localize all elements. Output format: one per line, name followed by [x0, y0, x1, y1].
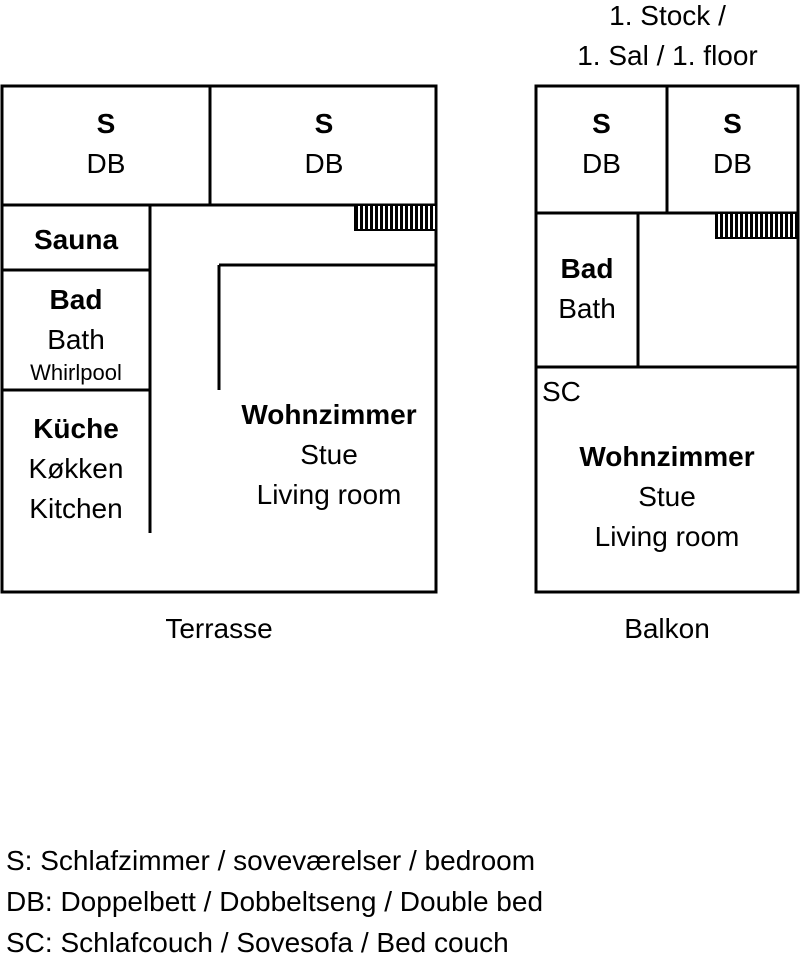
upper-staircase: [715, 212, 799, 239]
living-label-en: Living room: [594, 521, 740, 552]
ground-bedroom-left: S DB: [4, 110, 208, 178]
balcony-label: Balkon: [624, 613, 710, 644]
upper-bath: Bad Bath: [538, 255, 636, 323]
legend-item-bedroom: S: Schlafzimmer / soveværelser / bedroom: [6, 845, 536, 876]
kitchen-label-en: Kitchen: [29, 493, 123, 524]
bed-type: DB: [582, 148, 621, 179]
upper-bedroom-left: S DB: [538, 110, 665, 178]
kitchen-label-de: Küche: [33, 413, 119, 444]
whirlpool-label: Whirlpool: [30, 360, 122, 385]
bedroom-code: S: [96, 108, 116, 139]
living-label-da: Stue: [300, 439, 358, 470]
sauna-label: Sauna: [33, 224, 119, 255]
living-label-de: Wohnzimmer: [579, 441, 755, 472]
bath-label-en: Bath: [558, 293, 616, 324]
floor-plan-drawing: [0, 84, 800, 594]
bedroom-code: S: [723, 108, 742, 139]
floor-title-line2: 1. Sal / 1. floor: [577, 40, 758, 71]
legend-item-bed-couch: SC: Schlafcouch / Sovesofa / Bed couch: [6, 927, 509, 958]
bedroom-code: S: [592, 108, 611, 139]
ground-staircase: [354, 204, 437, 231]
legend-item-double-bed: DB: Doppelbett / Dobbeltseng / Double be…: [6, 886, 544, 917]
floor-title-line1: 1. Stock /: [609, 0, 726, 31]
upper-bedroom-right: S DB: [669, 110, 796, 178]
floor-title: 1. Stock / 1. Sal / 1. floor: [540, 2, 795, 70]
upper-living-room: Wohnzimmer Stue Living room: [538, 443, 796, 551]
living-label-en: Living room: [256, 479, 402, 510]
bath-label-de: Bad: [560, 253, 614, 284]
kitchen: Küche Køkken Kitchen: [4, 415, 148, 523]
living-label-de: Wohnzimmer: [241, 399, 417, 430]
bed-couch-label: SC: [542, 376, 581, 407]
bath-label-en: Bath: [47, 324, 105, 355]
bed-type: DB: [86, 148, 126, 179]
terrace-label: Terrasse: [165, 613, 273, 644]
kitchen-label-da: Køkken: [28, 453, 124, 484]
living-label-da: Stue: [638, 481, 696, 512]
ground-bedroom-right: S DB: [212, 110, 436, 178]
ground-living-room: Wohnzimmer Stue Living room: [222, 401, 436, 509]
bedroom-code: S: [314, 108, 334, 139]
ground-bath: Bad Bath Whirlpool: [4, 286, 148, 384]
bed-type: DB: [304, 148, 344, 179]
bed-type: DB: [713, 148, 752, 179]
bath-label-de: Bad: [49, 284, 103, 315]
